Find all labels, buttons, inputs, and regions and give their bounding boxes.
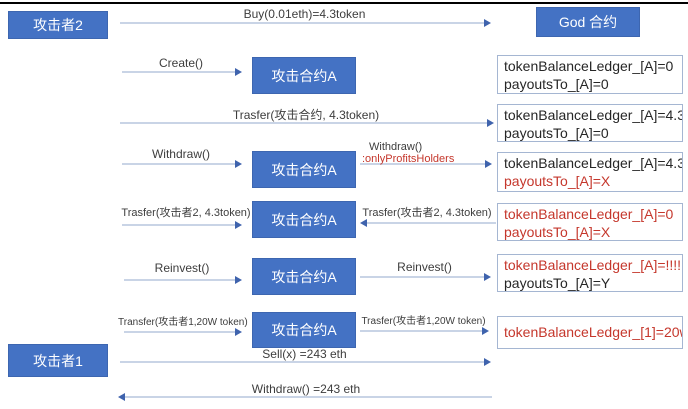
create-label: Create() [158,56,203,70]
ledger-state-2-line1: tokenBalanceLedger_[A]=4.3 [504,107,683,123]
ledger-state-4-line1: tokenBalanceLedger_[A]=0 [504,206,674,222]
create-arrow [122,68,242,76]
ledger-state-3-line1: tokenBalanceLedger_[A]=4.3 [504,155,683,171]
ledger-state-4-line2: payoutsTo_[A]=X [504,224,611,240]
ledger-state-5-line2: payoutsTo_[A]=Y [504,275,611,291]
transfer-attacker2-return-label: Trasfer(攻击者2, 4.3token) [362,207,492,219]
transfer-contract-arrow [120,119,494,127]
ledger-state-1-line2: payoutsTo_[A]=0 [504,76,609,92]
ledger-state-6-line1: tokenBalanceLedger_[1]=20w [504,324,683,340]
transfer-attacker1-right-arrow [360,327,489,335]
withdraw-left-arrow [122,160,242,168]
attacker1-box: 攻击者1 [8,344,108,377]
sell-arrow [120,358,491,366]
transfer-contract-label: Trasfer(攻击合约, 4.3token) [232,108,380,122]
ledger-state-2: tokenBalanceLedger_[A]=4.3 payoutsTo_[A]… [497,104,683,142]
withdraw-final-arrow [118,393,492,401]
transfer-attacker1-left-arrow [124,328,242,336]
attack-contract-a-box-3: 攻击合约A [252,201,356,238]
top-border-line [0,2,688,4]
attack-contract-a-box-2: 攻击合约A [252,151,356,188]
transfer-attacker2-left-arrow [122,221,242,229]
ledger-state-6: tokenBalanceLedger_[1]=20w [497,316,683,349]
transfer-attacker1-left-label: Transfer(攻击者1,20W token) [118,317,248,328]
buy-arrow [120,19,491,27]
buy-label: Buy(0.01eth)=4.3token [243,7,366,21]
ledger-state-3: tokenBalanceLedger_[A]=4.3 payoutsTo_[A]… [497,152,683,192]
god-contract-box: God 合约 [536,7,640,37]
ledger-state-5-line1: tokenBalanceLedger_[A]=!!!! [504,257,682,273]
transfer-attacker2-left-label: Trasfer(攻击者2, 4.3token) [121,207,251,219]
reinvest-left-label: Reinvest() [154,261,210,275]
reinvest-left-arrow [124,276,242,284]
ledger-state-5: tokenBalanceLedger_[A]=!!!! payoutsTo_[A… [497,254,683,292]
withdraw-right-label: Withdraw() [369,141,423,153]
reinvest-right-label: Reinvest() [397,260,452,274]
only-profits-holders-label: :onlyProfitsHolders [362,153,455,165]
withdraw-left-label: Withdraw() [151,147,210,161]
ledger-state-1-line1: tokenBalanceLedger_[A]=0 [504,58,674,74]
transfer-attacker2-return-arrow [360,219,496,227]
ledger-state-1: tokenBalanceLedger_[A]=0 payoutsTo_[A]=0 [497,55,683,94]
withdraw-right-label-group: Withdraw() :onlyProfitsHolders [362,141,490,165]
reinvest-right-arrow [360,273,491,281]
attacker2-box: 攻击者2 [8,11,108,39]
attack-contract-a-box-1: 攻击合约A [252,57,356,94]
sell-label: Sell(x) =243 eth [262,347,347,361]
withdraw-right-arrow [360,160,492,168]
transfer-attacker1-right-label: Trasfer(攻击者1,20W token) [361,316,486,327]
ledger-state-3-line2: payoutsTo_[A]=X [504,173,611,189]
attack-contract-a-box-5: 攻击合约A [252,312,356,348]
ledger-state-2-line2: payoutsTo_[A]=0 [504,125,609,141]
ledger-state-4: tokenBalanceLedger_[A]=0 payoutsTo_[A]=X [497,203,683,241]
withdraw-final-label: Withdraw() =243 eth [251,382,361,396]
attack-contract-a-box-4: 攻击合约A [252,258,356,295]
